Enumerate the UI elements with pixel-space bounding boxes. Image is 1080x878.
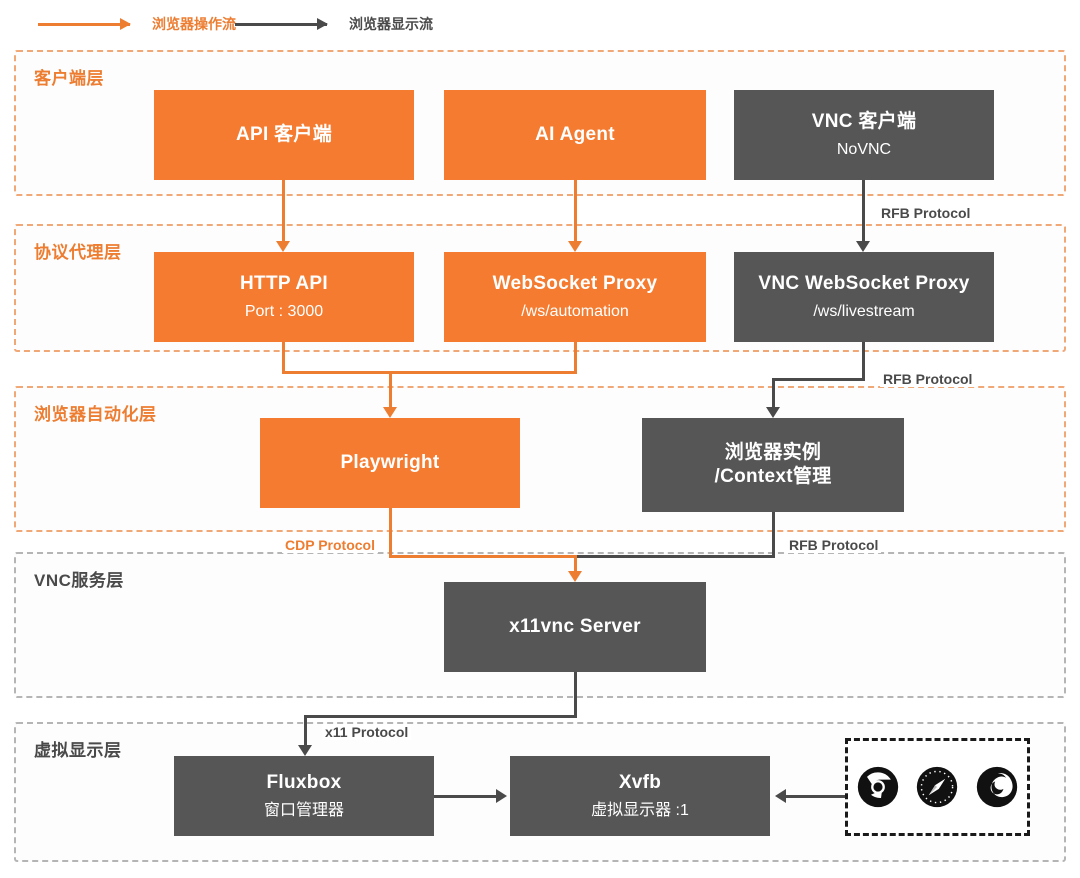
firefox-icon [975,765,1019,809]
layer-automation: 浏览器自动化层 [14,386,1066,532]
connector-cdp-horizontal [389,555,577,558]
node-ai-agent-title: AI Agent [535,124,615,146]
node-api-client-title: API 客户端 [235,124,333,146]
layer-title-vnc-service: VNC服务层 [34,571,124,590]
arrow-head-icon [383,407,397,418]
legend-item-operation-flow: 浏览器操作流 [38,14,236,34]
layer-title-automation: 浏览器自动化层 [34,405,157,424]
browser-group [845,738,1030,836]
node-vnc-client[interactable]: VNC 客户端 NoVNC [734,90,994,180]
connector-proxy-merge-horizontal [282,371,577,374]
connector-merge-to-x11vnc [574,555,577,571]
connector-browser-context-down [772,512,775,555]
arrow-head-icon [276,241,290,252]
arrow-head-icon [568,571,582,582]
node-http-api[interactable]: HTTP API Port : 3000 [154,252,414,342]
connector-playwright-down [389,508,392,555]
edge-label-rfb-client: RFB Protocol [878,205,974,221]
node-vnc-websocket-proxy-sub: /ws/livestream [813,302,915,320]
node-xvfb-title: Xvfb [618,772,662,794]
edge-label-rfb-proxy: RFB Protocol [880,371,976,387]
node-browser-context[interactable]: 浏览器实例 /Context管理 [642,418,904,512]
connector-vnc-client-to-vnc-ws-proxy [862,180,865,241]
node-playwright[interactable]: Playwright [260,418,520,508]
node-fluxbox-sub: 窗口管理器 [263,801,344,819]
edge-label-x11: x11 Protocol [322,724,412,740]
arrow-right-icon [38,22,130,26]
node-fluxbox[interactable]: Fluxbox 窗口管理器 [174,756,434,836]
node-http-api-title: HTTP API [240,273,328,295]
node-http-api-sub: Port : 3000 [244,302,324,320]
node-xvfb-sub: 虚拟显示器 :1 [591,801,689,819]
node-api-client[interactable]: API 客户端 [154,90,414,180]
arrow-head-icon [775,789,786,803]
edge-label-cdp: CDP Protocol [282,537,378,553]
node-fluxbox-title: Fluxbox [266,772,342,794]
node-websocket-proxy-title: WebSocket Proxy [492,273,658,295]
connector-x11-horizontal [304,715,577,718]
connector-vnc-ws-proxy-down [862,342,865,378]
legend-label-operation-flow: 浏览器操作流 [152,16,236,32]
legend-item-display-flow: 浏览器显示流 [235,14,433,34]
node-ai-agent[interactable]: AI Agent [444,90,706,180]
legend-label-display-flow: 浏览器显示流 [349,16,433,32]
connector-x11-to-fluxbox [304,715,307,745]
connector-to-browser-context [772,378,775,407]
edge-label-rfb-browser: RFB Protocol [786,537,882,553]
connector-merge-to-playwright [389,371,392,407]
node-websocket-proxy[interactable]: WebSocket Proxy /ws/automation [444,252,706,342]
connector-vnc-ws-proxy-horizontal [772,378,865,381]
arrow-right-icon [235,22,327,26]
node-vnc-client-title: VNC 客户端 [811,111,917,133]
connector-browsers-to-xvfb [786,795,845,798]
node-xvfb[interactable]: Xvfb 虚拟显示器 :1 [510,756,770,836]
arrow-head-icon [856,241,870,252]
connector-ws-proxy-down [574,342,577,371]
arrow-head-icon [298,745,312,756]
connector-api-client-to-http-api [282,180,285,241]
layer-title-virtual-display: 虚拟显示层 [34,741,122,760]
connector-x11vnc-down [574,672,577,715]
layer-title-client: 客户端层 [34,69,104,88]
arrow-head-icon [766,407,780,418]
connector-http-api-down [282,342,285,371]
connector-fluxbox-to-xvfb [434,795,496,798]
legend: 浏览器操作流 浏览器显示流 [0,0,1080,46]
connector-rfb-horizontal [574,555,775,558]
node-x11vnc-server[interactable]: x11vnc Server [444,582,706,672]
connector-ai-agent-to-ws-proxy [574,180,577,241]
arrow-head-icon [568,241,582,252]
node-vnc-client-sub: NoVNC [836,140,892,158]
layer-title-proxy: 协议代理层 [34,243,122,262]
chrome-icon [856,765,900,809]
node-vnc-websocket-proxy[interactable]: VNC WebSocket Proxy /ws/livestream [734,252,994,342]
node-playwright-title: Playwright [340,452,440,474]
node-browser-context-sub: /Context管理 [714,466,832,487]
safari-icon [915,765,959,809]
arrow-head-icon [496,789,507,803]
node-browser-context-title: 浏览器实例 [724,442,822,464]
node-vnc-websocket-proxy-title: VNC WebSocket Proxy [758,273,970,295]
node-x11vnc-server-title: x11vnc Server [509,616,641,638]
node-websocket-proxy-sub: /ws/automation [521,302,629,320]
